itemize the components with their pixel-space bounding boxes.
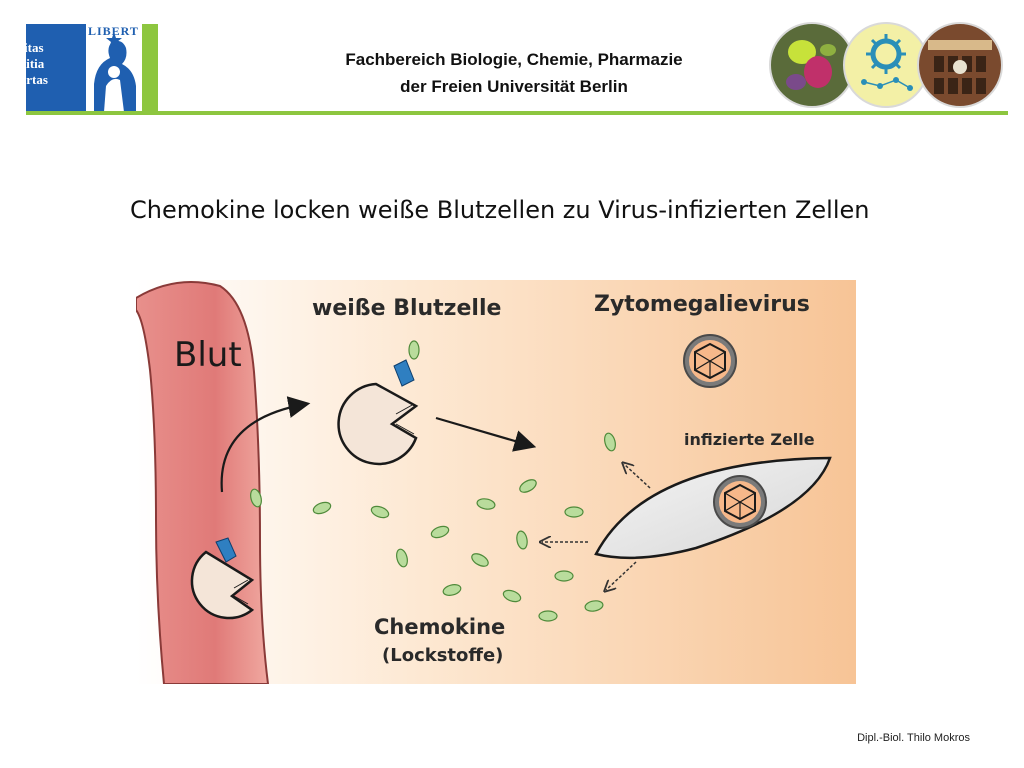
virus-label: Zytomegalievirus (594, 292, 810, 317)
department-title: Fachbereich Biologie, Chemie, Pharmazie … (260, 46, 768, 100)
department-image-circles (769, 22, 1003, 108)
slide-title: Chemokine locken weiße Blutzellen zu Vir… (130, 196, 870, 224)
logo-green-bar (142, 24, 158, 112)
white-blood-cell (337, 340, 420, 466)
logo-motto: veritas iustitia libertas (6, 40, 48, 88)
logo-banner-text: LIBERT (88, 24, 139, 38)
chemistry-image (843, 22, 929, 108)
department-title-line2: der Freien Universität Berlin (400, 77, 628, 96)
chemokine-sublabel: (Lockstoffe) (382, 645, 504, 666)
direction-arrow (435, 416, 537, 452)
infected-cell (594, 456, 832, 560)
chemokine-label: Chemokine (374, 615, 506, 639)
cytomegalovirus-icon (683, 334, 737, 388)
logo-motto-line: libertas (6, 72, 48, 87)
header: LIBERT veritas iustitia libertas Fachber… (0, 0, 1024, 120)
migration-arrow (220, 396, 311, 493)
chemokine-emission-arrows (542, 464, 651, 590)
white-blood-cell-in-vessel (190, 537, 255, 620)
liberty-statue-icon (86, 24, 142, 112)
author-credit: Dipl.-Biol. Thilo Mokros (857, 732, 970, 744)
chemokine-diagram (136, 280, 856, 684)
logo-motto-line: veritas (6, 40, 44, 55)
header-divider (26, 111, 1008, 115)
chemokine-particles (250, 432, 616, 622)
logo-motto-line: iustitia (6, 56, 45, 71)
pharmacy-image (917, 22, 1003, 108)
department-title-line1: Fachbereich Biologie, Chemie, Pharmazie (345, 50, 683, 69)
infected-cell-label: infizierte Zelle (684, 430, 815, 449)
biology-image (769, 22, 855, 108)
white-blood-cell-label: weiße Blutzelle (312, 296, 502, 321)
blood-label: Blut (174, 335, 242, 375)
